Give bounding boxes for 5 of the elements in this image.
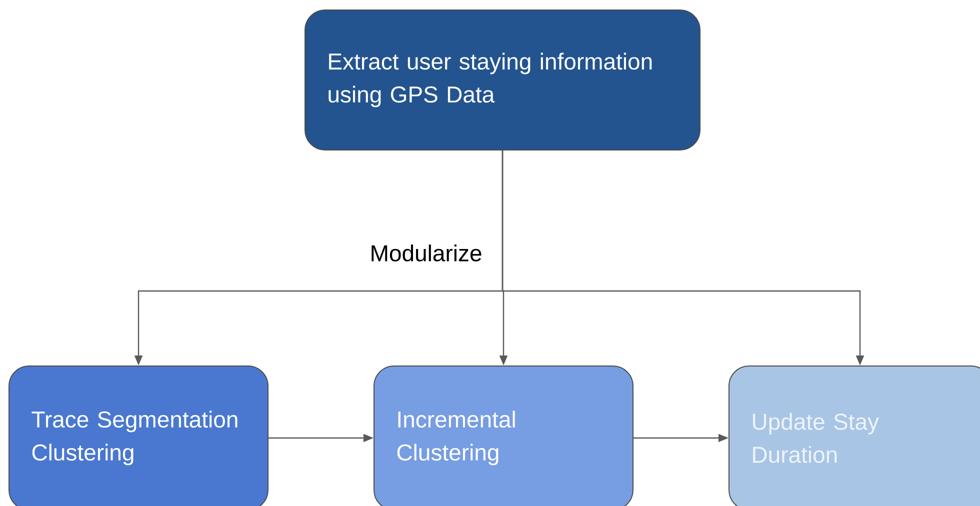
- process-box: Update Stay Duration: [728, 366, 980, 506]
- process-box: Trace Segmentation Clustering: [8, 366, 268, 506]
- process-box: Extract user staying information using GPS Data: [304, 10, 700, 150]
- process-box: Incremental Clustering: [374, 366, 634, 506]
- edge-label: Modularize: [368, 242, 484, 264]
